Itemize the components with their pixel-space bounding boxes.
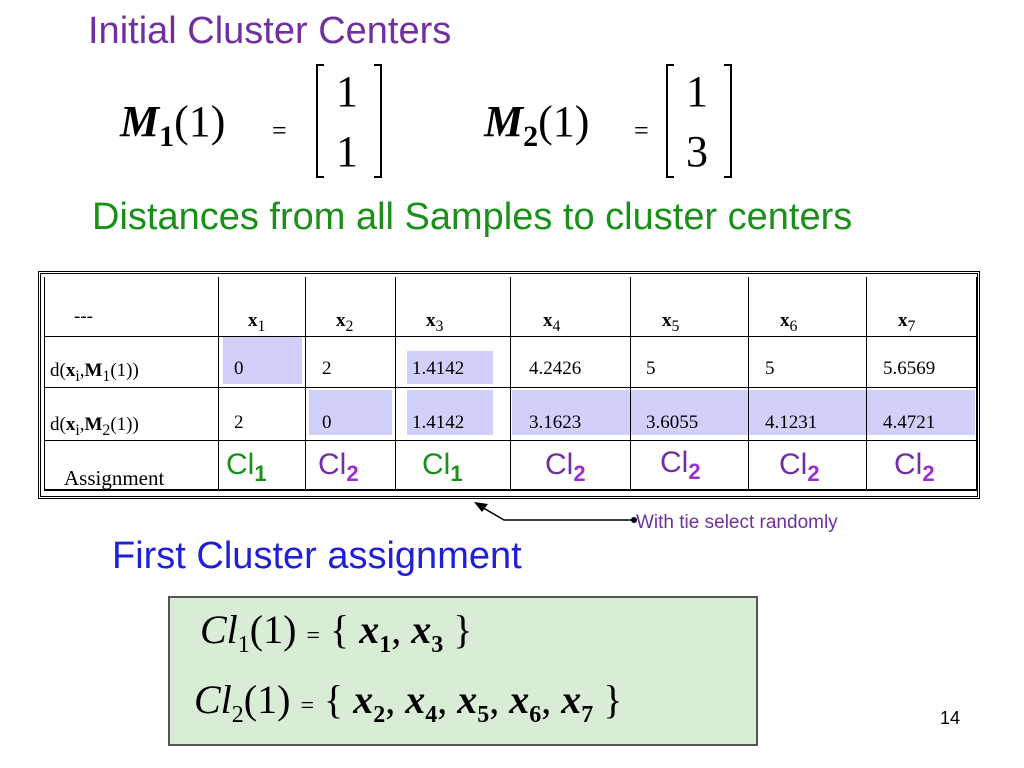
d1-x1-value: 0 (234, 358, 244, 379)
distance-table (38, 271, 980, 499)
tie-arrow-icon (474, 502, 637, 523)
header-x6: x6 (780, 310, 798, 335)
header-x7: x7 (898, 310, 916, 335)
center-m1-expression: M1(1) (120, 96, 225, 154)
table-line-v5 (630, 277, 631, 491)
d2-x3-value: 1.4142 (412, 412, 465, 433)
d2-x2-value: 0 (322, 412, 332, 433)
header-x1: x1 (248, 310, 266, 335)
header-x5: x5 (662, 310, 680, 335)
row-label-d2: d(xi,M2(1)) (50, 414, 139, 439)
title-first-cluster-assignment: First Cluster assignment (112, 535, 522, 577)
cluster1-result: Cl1(1) = { x1, x3 } (200, 607, 473, 658)
table-line-v4 (510, 277, 511, 491)
m2-matrix-bracket (666, 64, 732, 178)
table-line-v7 (866, 277, 867, 491)
d1-x3-value: 1.4142 (412, 358, 465, 379)
d2-x5-value: 3.6055 (646, 412, 699, 433)
m1-arg: (1) (174, 97, 226, 146)
highlight-d1-x1 (223, 336, 302, 384)
highlight-d2-x2 (309, 390, 392, 435)
m1-matrix-bracket (316, 64, 382, 178)
row-label-d1: d(xi,M1(1)) (50, 360, 139, 385)
cluster2-result: Cl2(1) = { x2, x4, x5, x6, x7 } (194, 677, 623, 728)
m2-arg: (1) (538, 97, 590, 146)
d2-x7-value: 4.4721 (883, 412, 936, 433)
d1-x2-value: 2 (322, 358, 332, 379)
assignment-result-box (168, 596, 758, 746)
m2-equals: = (634, 116, 649, 145)
d2-x1-value: 2 (234, 412, 244, 433)
highlight-d1-x3 (407, 351, 493, 384)
d1-x5-value: 5 (646, 358, 656, 379)
title-distances: Distances from all Samples to cluster ce… (92, 196, 853, 238)
assignment-x5: Cl2 (660, 446, 701, 484)
d1-x4-value: 4.2426 (529, 358, 582, 379)
m2-value-1: 1 (686, 67, 708, 116)
assignment-x7: Cl2 (894, 448, 935, 486)
table-line-v1 (218, 277, 219, 491)
d1-x6-value: 5 (765, 358, 775, 379)
center-m2-expression: M2(1) (484, 96, 589, 154)
header-x3: x3 (426, 310, 444, 335)
table-line-v2 (305, 277, 306, 491)
assignment-x3: Cl1 (422, 448, 463, 486)
d2-x6-value: 4.1231 (765, 412, 818, 433)
title-initial-cluster-centers: Initial Cluster Centers (88, 10, 452, 52)
m1-value-1: 1 (336, 67, 358, 116)
m1-symbol: M (120, 97, 160, 146)
assignment-x4: Cl2 (545, 448, 586, 486)
header-x2: x2 (336, 310, 354, 335)
m1-value-2: 1 (336, 127, 358, 176)
d2-x4-value: 3.1623 (529, 412, 582, 433)
table-line-v8 (976, 277, 977, 491)
highlight-d2-x4-x7 (512, 390, 975, 435)
table-line-v6 (748, 277, 749, 491)
m2-value-2: 3 (686, 127, 708, 176)
m2-symbol: M (484, 97, 524, 146)
m1-equals: = (272, 116, 287, 145)
m1-subscript: 1 (159, 119, 175, 153)
highlight-d2-x3 (407, 390, 493, 435)
assignment-label: Assignment (64, 466, 165, 490)
table-line-v0 (44, 277, 45, 491)
table-line-v3 (395, 277, 396, 491)
assignment-x6: Cl2 (779, 448, 820, 486)
table-corner: --- (74, 306, 93, 327)
m2-subscript: 2 (523, 119, 539, 153)
header-x4: x4 (543, 310, 561, 335)
assignment-x1: Cl1 (226, 448, 267, 486)
d1-x7-value: 5.6569 (883, 358, 936, 379)
tie-note: With tie select randomly (636, 512, 838, 533)
assignment-x2: Cl2 (318, 448, 359, 486)
page-number: 14 (940, 708, 961, 728)
